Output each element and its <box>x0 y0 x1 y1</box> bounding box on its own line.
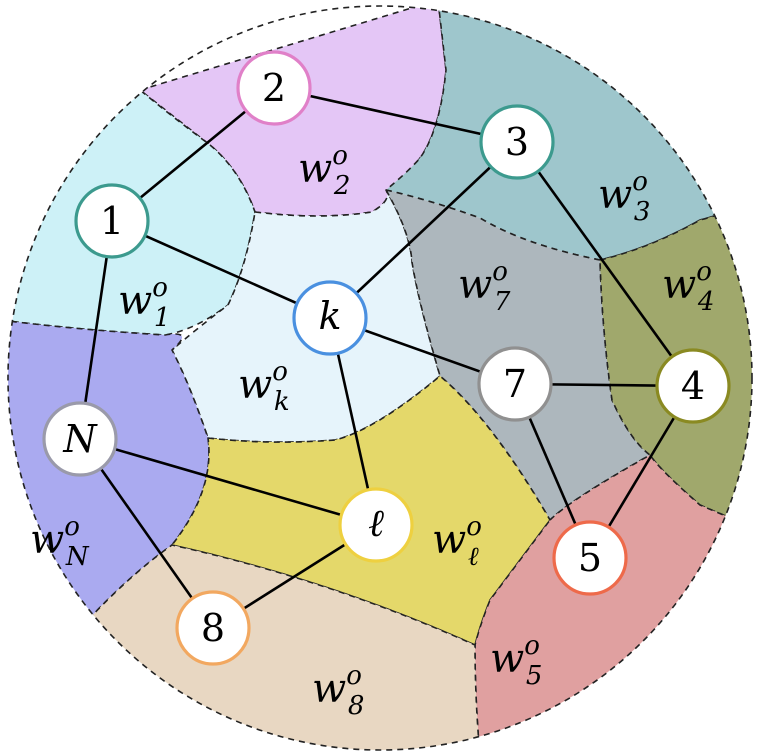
node-7-circle <box>477 346 553 422</box>
node-2[interactable]: 2 <box>236 50 312 126</box>
node-l-circle <box>338 487 414 563</box>
node-7-label: 7 <box>503 362 527 406</box>
edge-3-k <box>329 141 518 319</box>
node-k-label: k <box>318 294 341 338</box>
node-N-circle <box>42 401 118 477</box>
outer-boundary <box>7 5 753 751</box>
edge-1-k <box>111 219 331 320</box>
edge-3-4 <box>515 141 695 387</box>
node-1-circle <box>74 183 150 259</box>
node-8-label: 8 <box>201 606 225 650</box>
node-4[interactable]: 4 <box>655 348 731 424</box>
node-k[interactable]: k <box>292 280 368 356</box>
edge-N-l <box>79 437 377 527</box>
node-3[interactable]: 3 <box>479 104 555 180</box>
node-5[interactable]: 5 <box>552 520 628 596</box>
node-2-label: 2 <box>262 66 286 110</box>
node-l[interactable]: ℓ <box>338 487 414 563</box>
nodes: 1 2 3 4 5 7 8 k <box>42 50 731 666</box>
node-7[interactable]: 7 <box>477 346 553 422</box>
node-4-circle <box>655 348 731 424</box>
node-8[interactable]: 8 <box>175 590 251 666</box>
node-1-label: 1 <box>100 199 124 243</box>
edge-2-3 <box>273 86 518 144</box>
node-k-circle <box>292 280 368 356</box>
node-5-circle <box>552 520 628 596</box>
node-N-label: N <box>62 417 98 461</box>
node-2-circle <box>236 50 312 126</box>
edge-N-8 <box>78 438 215 629</box>
node-3-circle <box>479 104 555 180</box>
node-8-circle <box>175 590 251 666</box>
node-3-label: 3 <box>505 120 529 164</box>
node-1[interactable]: 1 <box>74 183 150 259</box>
node-l-label: ℓ <box>368 501 384 545</box>
node-4-label: 4 <box>681 364 705 408</box>
node-5-label: 5 <box>578 536 602 580</box>
node-N[interactable]: N <box>42 401 118 477</box>
